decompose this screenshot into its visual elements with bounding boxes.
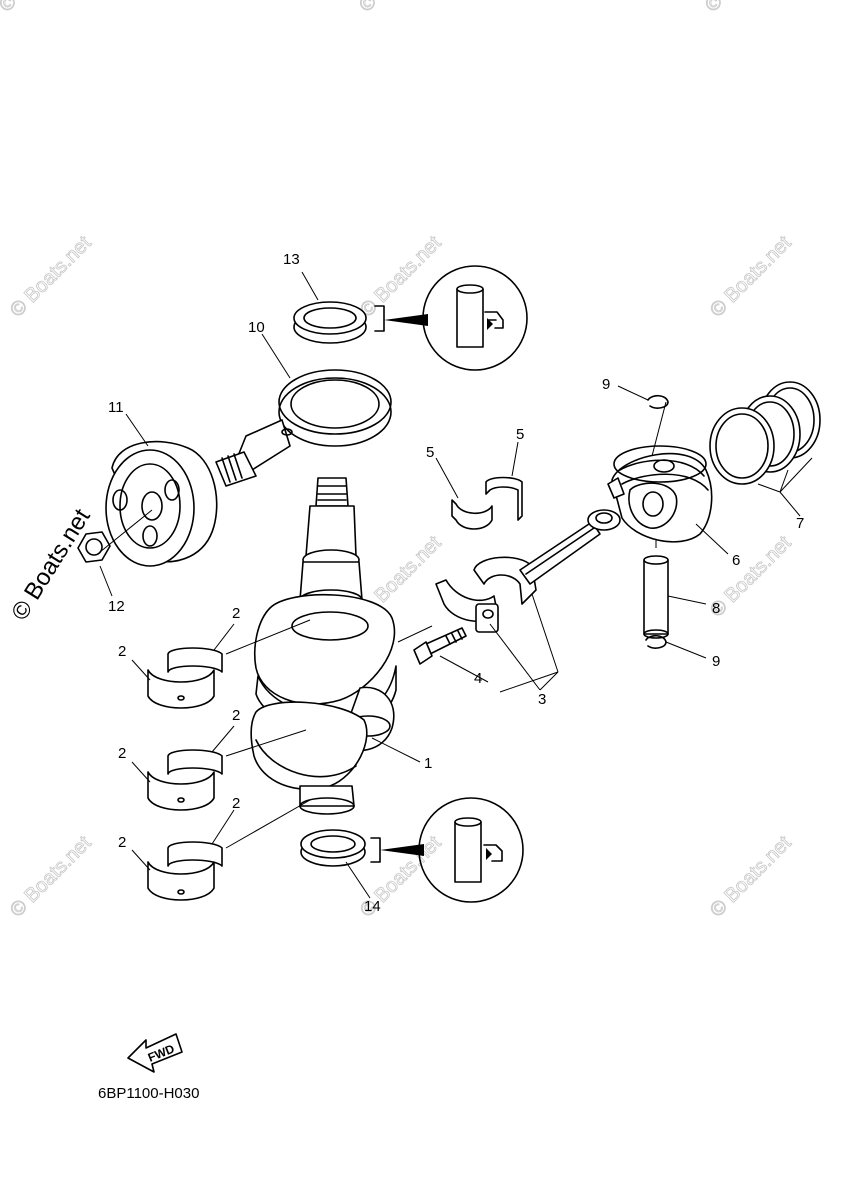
callout-2: 2 [118,643,126,660]
callout-5-right: 5 [516,426,524,443]
part-13-oil-seal[interactable] [293,301,367,344]
part-4-conrod-bolt[interactable] [413,627,467,665]
callout-10: 10 [248,319,265,336]
callout-2: 2 [232,795,240,812]
part-5-conrod-bearing-upper[interactable] [485,476,523,521]
part-2-bearing-set-1[interactable] [147,647,223,709]
grease-detail-callout-bottom [370,797,524,903]
part-12-nut[interactable] [77,531,111,563]
watermark-text: © Boats.net [706,232,796,322]
fwd-arrow-icon: FWD [127,1033,183,1073]
watermark-text: © Boats.net [706,832,796,922]
callout-5-left: 5 [426,444,434,461]
part-7-piston-rings[interactable] [709,381,821,485]
watermark-copyright-tr: © [706,0,721,15]
callout-11: 11 [108,399,124,416]
watermark-copyright-tc: © [360,0,375,15]
leader-lines [99,271,813,899]
callout-9-lower: 9 [712,653,720,670]
part-2-bearing-set-3[interactable] [147,841,223,901]
callout-6: 6 [732,552,740,569]
watermark-text-dark: © Boats.net [6,504,96,625]
part-5-conrod-bearing-lower[interactable] [451,499,493,530]
callout-13: 13 [283,251,300,268]
callout-labels: 13 10 11 12 9 7 6 8 9 5 5 3 4 1 2 2 2 2 … [108,251,804,915]
watermark-text: © Boats.net [6,832,96,922]
part-8-piston-pin[interactable] [643,555,669,639]
callout-1: 1 [424,755,432,772]
fwd-label: FWD [146,1041,177,1064]
part-3-connecting-rod[interactable] [435,509,621,633]
callout-7: 7 [796,515,804,532]
callout-12: 12 [108,598,125,615]
callout-9-upper: 9 [602,376,610,393]
part-14-oil-seal[interactable] [300,829,366,867]
part-11-flywheel[interactable] [105,440,218,567]
callout-2: 2 [118,834,126,851]
callout-2: 2 [232,605,240,622]
diagram-code: 6BP1100-H030 [98,1085,199,1102]
grease-detail-callout-top [374,265,528,371]
part-1-crankshaft[interactable] [250,477,397,815]
watermark-copyright-tl: © [0,0,15,15]
part-9-circlip-upper[interactable] [647,394,669,409]
callout-14: 14 [364,898,381,915]
watermark-text: © Boats.net [6,232,96,322]
callout-2: 2 [232,707,240,724]
callout-3: 3 [538,691,546,708]
part-2-bearing-set-2[interactable] [147,749,223,811]
callout-4: 4 [474,670,482,687]
part-10-drive-ring[interactable] [215,369,392,487]
part-6-piston[interactable] [607,445,713,543]
callout-2: 2 [118,745,126,762]
callout-8: 8 [712,600,720,617]
watermark-text: © Boats.net [356,232,446,322]
